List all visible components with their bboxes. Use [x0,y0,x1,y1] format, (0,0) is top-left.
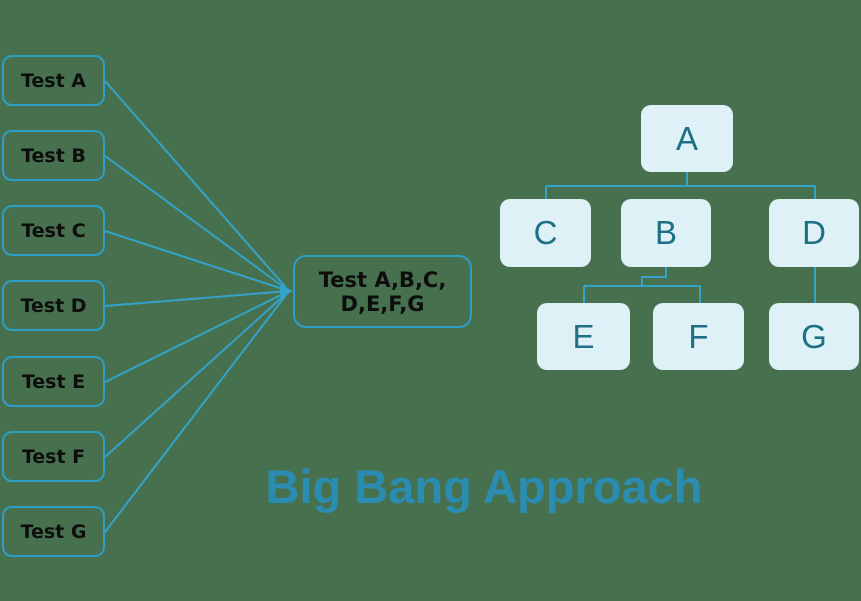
arrowhead-icon [280,284,293,298]
tree-node-a-label: A [675,119,698,157]
test-c-label: Test C [21,219,86,242]
test-b-label: Test B [21,144,86,167]
tree-connectors [545,172,816,303]
fan-line-test-f [104,290,290,458]
test-b-box: Test B [2,130,105,181]
tree-node-b: B [621,199,711,267]
tree-node-d-label: D [802,214,826,251]
test-e-label: Test E [21,370,86,393]
test-g-box: Test G [2,506,105,557]
fan-line-test-d [104,290,290,307]
merged-tests-line1: Test A,B,C, [318,267,447,292]
tree-node-d: D [769,199,859,267]
tree-node-c-label: C [533,214,558,251]
fan-line-test-e [104,290,290,383]
fan-line-test-b [104,155,290,292]
fan-line-test-g [104,290,290,533]
fan-lines [104,80,290,533]
tree-node-e-label: E [572,317,595,355]
page-title: Big Bang Approach [240,459,728,513]
merged-tests-line2: D,E,F,G [340,291,425,316]
tree-node-e: E [537,303,630,370]
tree-node-g: G [769,303,859,370]
test-d-box: Test D [2,280,105,331]
tree-node-f: F [653,303,744,370]
tree-node-g-label: G [801,317,827,355]
test-e-box: Test E [2,356,105,407]
test-a-box: Test A [2,55,105,106]
fan-line-test-c [104,230,290,292]
test-c-box: Test C [2,205,105,256]
test-a-label: Test A [20,69,87,92]
fan-line-test-a [104,80,290,292]
page-title-text: Big Bang Approach [265,459,703,513]
merged-tests-box: Test A,B,C, D,E,F,G [293,255,472,328]
tree-node-a: A [641,105,733,172]
test-d-label: Test D [20,294,87,317]
tree-node-f-label: F [688,317,709,355]
test-f-box: Test F [2,431,105,482]
test-f-label: Test F [21,445,86,468]
test-g-label: Test G [20,520,87,543]
tree-node-c: C [500,199,591,267]
tree-node-b-label: B [654,214,677,251]
